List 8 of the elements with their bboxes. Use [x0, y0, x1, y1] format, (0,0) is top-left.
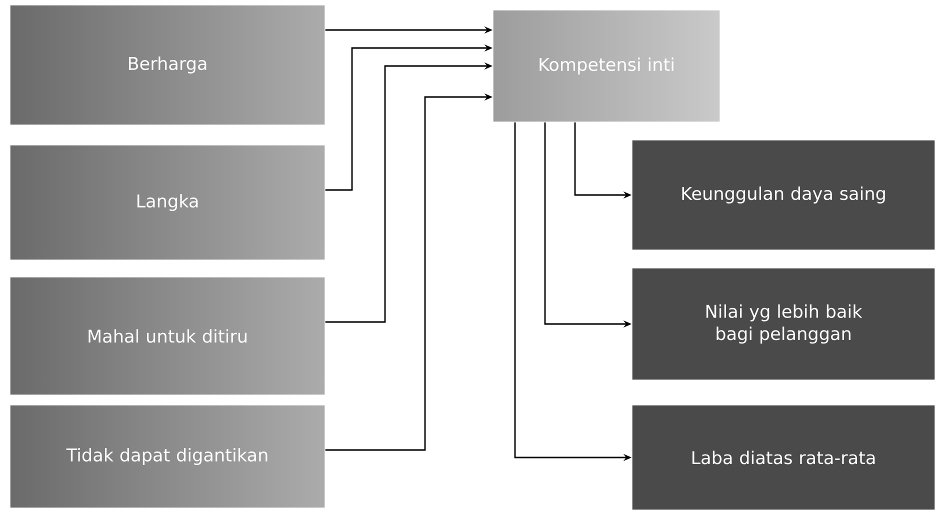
process-box: Keunggulan daya saing	[632, 140, 936, 250]
process-box: Kompetensi inti	[492, 10, 720, 122]
process-box: Berharga	[10, 4, 326, 126]
process-box: Laba diatas rata-rata	[632, 404, 936, 510]
process-box: Nilai yg lebih baik bagi pelanggan	[632, 268, 936, 380]
process-box: Tidak dapat digantikan	[10, 404, 326, 508]
process-box: Langka	[10, 144, 326, 260]
process-box: Mahal untuk ditiru	[10, 276, 326, 396]
